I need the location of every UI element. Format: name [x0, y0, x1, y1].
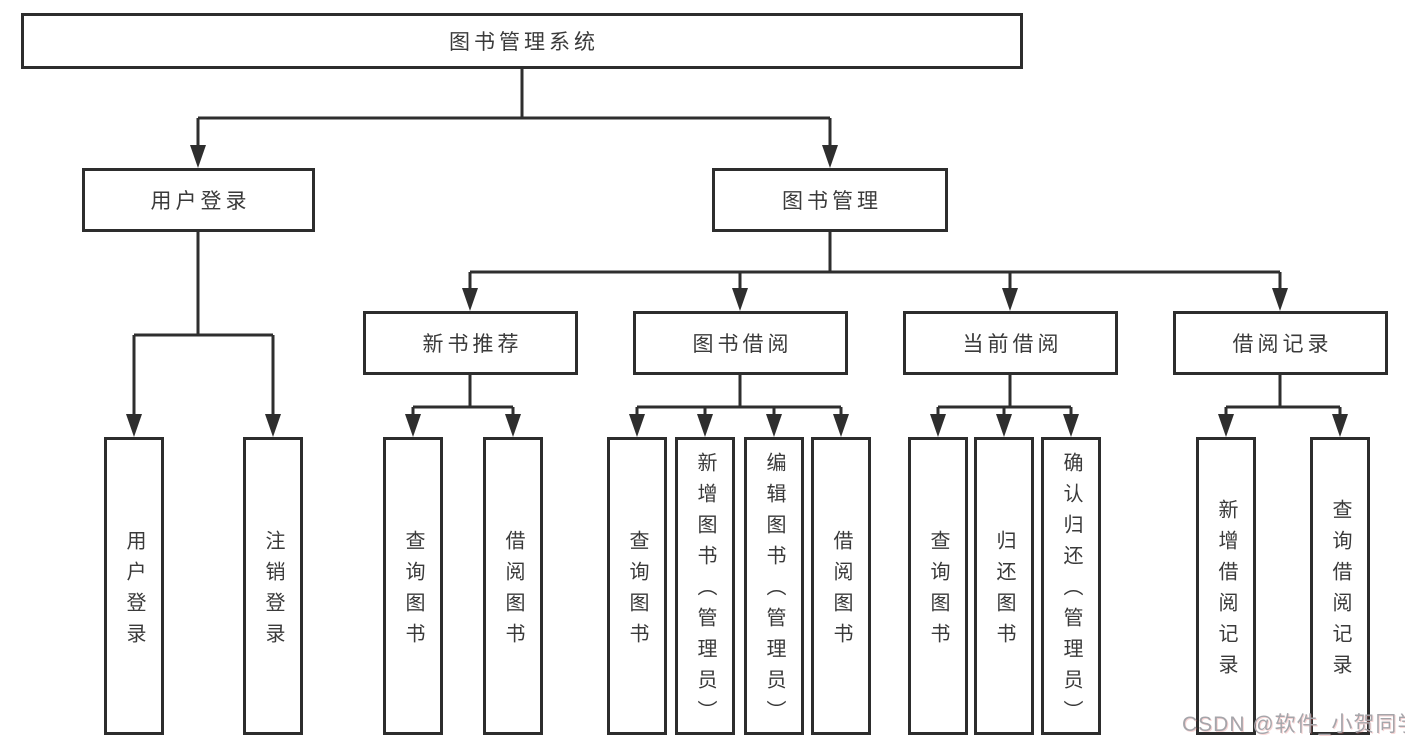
- node-current-borrow: 当前借阅: [903, 311, 1118, 375]
- leaf-user-login: 用户登录: [104, 437, 164, 735]
- arrow-head: [697, 414, 713, 437]
- node-label: 归还图书: [993, 529, 1015, 654]
- arrow-head: [732, 288, 748, 311]
- node-new-book-recommend: 新书推荐: [363, 311, 578, 375]
- leaf-borrow-books: 借阅图书: [811, 437, 871, 735]
- arrow-head: [766, 414, 782, 437]
- node-label: 查询图书: [402, 529, 424, 654]
- node-label: 借阅图书: [502, 529, 524, 654]
- node-label: 查询图书: [927, 529, 949, 654]
- node-label: 查询借阅记录: [1329, 498, 1351, 685]
- leaf-logout-login: 注销登录: [243, 437, 303, 735]
- connector-book-borrow-group: [635, 375, 843, 418]
- arrow-head: [833, 414, 849, 437]
- node-borrow-records: 借阅记录: [1173, 311, 1388, 375]
- leaf-query-books-borrow: 查询图书: [607, 437, 667, 735]
- watermark: CSDN @软件_小贺同学: [1182, 713, 1405, 736]
- node-book-borrow: 图书借阅: [633, 311, 848, 375]
- node-label: 借阅记录: [1232, 333, 1333, 356]
- node-library-management-system: 图书管理系统: [21, 13, 1023, 69]
- arrow-head: [462, 288, 478, 311]
- leaf-confirm-return-admin: 确认归还（管理员）: [1041, 437, 1101, 735]
- arrow-head: [505, 414, 521, 437]
- arrow-head: [1063, 414, 1079, 437]
- node-label: 新书推荐: [422, 333, 523, 356]
- arrow-head: [1272, 288, 1288, 311]
- connector-root-to-level2: [196, 69, 832, 150]
- arrow-head: [1332, 414, 1348, 437]
- node-label: 新增借阅记录: [1215, 498, 1237, 685]
- arrow-head: [405, 414, 421, 437]
- connector-current-borrow-group: [936, 375, 1073, 418]
- leaf-add-books-admin: 新增图书（管理员）: [675, 437, 735, 735]
- arrow-head: [1002, 288, 1018, 311]
- node-label: 查询图书: [626, 529, 648, 654]
- node-label: 新增图书（管理员）: [694, 452, 716, 731]
- leaf-edit-books-admin: 编辑图书（管理员）: [744, 437, 804, 735]
- connector-user-login-to-children: [132, 232, 275, 418]
- connector-new-book-recommend-group: [411, 375, 515, 418]
- connector-book-management-to-level3: [468, 232, 1282, 294]
- leaf-query-borrow-record: 查询借阅记录: [1310, 437, 1370, 735]
- node-label: 注销登录: [262, 529, 284, 654]
- node-label: 图书管理: [782, 190, 882, 213]
- arrow-head: [126, 414, 142, 437]
- arrow-head: [930, 414, 946, 437]
- leaf-borrow-books-recommend: 借阅图书: [483, 437, 543, 735]
- leaf-add-borrow-record: 新增借阅记录: [1196, 437, 1256, 735]
- node-book-management: 图书管理: [712, 168, 948, 232]
- arrow-head: [190, 145, 206, 168]
- arrow-head: [1218, 414, 1234, 437]
- node-label: 图书管理系统: [449, 31, 599, 54]
- node-label: 确认归还（管理员）: [1060, 452, 1082, 731]
- node-label: 用户登录: [123, 529, 145, 654]
- arrow-head: [996, 414, 1012, 437]
- node-label: 编辑图书（管理员）: [763, 452, 785, 731]
- arrow-head: [822, 145, 838, 168]
- node-user-login: 用户登录: [82, 168, 315, 232]
- leaf-return-books: 归还图书: [974, 437, 1034, 735]
- connector-borrow-records-group: [1224, 375, 1342, 418]
- arrow-head: [629, 414, 645, 437]
- arrow-head: [265, 414, 281, 437]
- leaf-query-books-recommend: 查询图书: [383, 437, 443, 735]
- node-label: 当前借阅: [962, 333, 1063, 356]
- node-label: 用户登录: [150, 190, 251, 213]
- node-label: 图书借阅: [692, 333, 793, 356]
- leaf-query-books-current: 查询图书: [908, 437, 968, 735]
- node-label: 借阅图书: [830, 529, 852, 654]
